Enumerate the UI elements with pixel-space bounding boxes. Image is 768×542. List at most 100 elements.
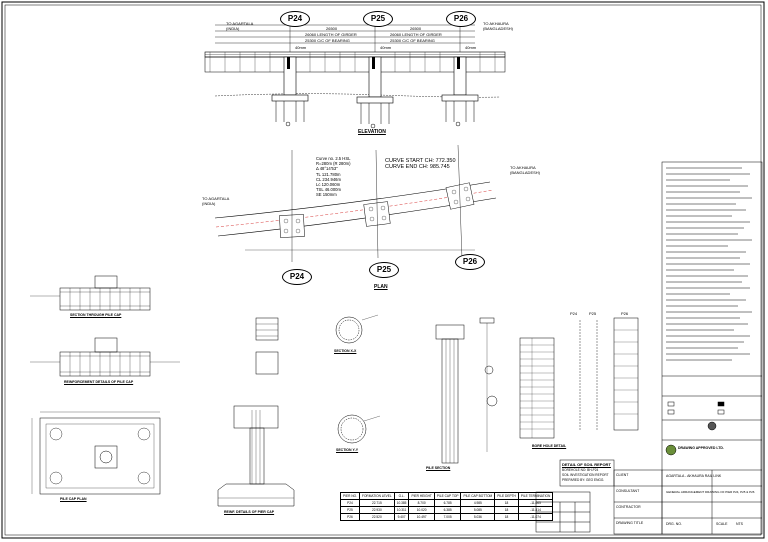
table-cell: 10.497	[408, 513, 435, 521]
girder-length-label-1: 26060 LENGTH OF GIRDER	[305, 32, 357, 37]
girder-length-label-2: 26060 LENGTH OF GIRDER	[390, 32, 442, 37]
plan-view	[214, 144, 497, 262]
plan-right-end-label: TO AKHAURA (BANGLADESH)	[510, 165, 541, 175]
table-cell: -11.414	[517, 506, 554, 514]
pier-tag-p25-plan: P25	[369, 262, 399, 278]
table-cell: -11.065	[517, 499, 554, 507]
elevation-view	[204, 20, 506, 129]
pile-cap-details	[30, 275, 180, 495]
bearing-cc-label-2: 25300 C/C OF BEARING	[390, 38, 435, 43]
gap-label-2: 40mm	[380, 45, 392, 50]
column-header: PILE CAP TOP	[433, 492, 462, 500]
borehole-title: BORE HOLE DETAIL	[532, 444, 567, 448]
curve-end-label: CURVE END CH: 985.745	[385, 164, 450, 170]
gap-label-1: 40mm	[295, 45, 307, 50]
elevation-right-end-label: TO AKHAURA (BANGLADESH)	[483, 21, 514, 31]
column-header: FORMATION LEVEL	[359, 492, 395, 500]
title-block-row-label: DRG. NO.	[666, 522, 682, 526]
soil-report-title: DETAIL OF SOIL REPORT	[562, 462, 611, 467]
table-row: P25 22.930 10.311 10.020 6.385 5.085 18 …	[340, 506, 554, 514]
section-xx-title: SECTION X-X	[334, 349, 357, 353]
drawing-title: GENERAL ARRANGEMENT DRAWING OF PIER P24,…	[666, 490, 755, 494]
plan-title: PLAN	[374, 284, 388, 290]
borehole-logs	[519, 317, 639, 439]
column-header: PILE DEPTH	[494, 492, 519, 500]
pier-tag-p24-plan: P24	[282, 269, 312, 285]
pier-tag-p26-elevation: P26	[446, 11, 476, 27]
pier-tag-p25-elevation: P25	[363, 11, 393, 27]
title-block-row-label: CONTRACTOR	[616, 505, 641, 509]
plan-left-end-label: TO AGARTALA (INDIA)	[202, 196, 230, 206]
pier-tag-p24-elevation: P24	[280, 11, 310, 27]
table-cell: 9.407	[393, 513, 410, 521]
curve-data-line: R=280m (R 280m)	[316, 161, 351, 167]
table-cell: P26	[340, 513, 360, 521]
curve-data-line: TSL 46.000m	[316, 187, 341, 193]
table-cell: 7.005	[433, 513, 462, 521]
column-header: G.L.	[393, 492, 410, 500]
scale-value: NTS	[736, 522, 743, 526]
span-1-dimension: 26500	[326, 26, 338, 31]
pier-reinforcement-title: REINF. DETAILS OF PIER CAP	[224, 510, 275, 514]
table-cell: 18	[494, 506, 519, 514]
pile-elevation	[435, 317, 498, 464]
title-block-row-label: SCALE	[716, 522, 728, 526]
table-cell: -11.074	[517, 513, 554, 521]
curve-data-line: Δ 48°14'53"	[316, 166, 338, 172]
column-header: PILE CAP BOTTOM	[460, 492, 496, 500]
curve-start-label: CURVE START CH: 772.350	[385, 158, 456, 164]
project-name: AGARTALA - AKHAURA RAIL LINK	[666, 474, 722, 478]
table-cell: 5.085	[460, 506, 496, 514]
table-cell: P25	[340, 506, 360, 514]
curve-data-block: Curve no. 2.5 HSL R=280m (R 280m) Δ 48°1…	[316, 156, 351, 198]
table-header-row: PIER NO. FORMATION LEVEL G.L. PIER HEIGH…	[340, 492, 554, 500]
table-cell: 5.036	[460, 513, 496, 521]
curve-data-line: CL 234.946m	[316, 176, 341, 182]
title-block-row-label: CLIENT	[616, 473, 629, 477]
soil-report-line: BOREHOLE NO: BH-P24	[562, 468, 599, 472]
column-header: PILE TERMINATION	[517, 492, 554, 500]
curve-data-line: TL 121.780m	[316, 171, 341, 177]
table-cell: 18	[494, 513, 519, 521]
pile-sections	[335, 314, 381, 444]
pile-schedule-table: PIER NO. FORMATION LEVEL G.L. PIER HEIGH…	[340, 492, 554, 521]
soil-report-line: PREPARED BY: GEO ENGG.	[562, 478, 605, 482]
table-cell: 22.930	[359, 506, 395, 514]
table-cell: 22.715	[359, 499, 395, 507]
pile-section-title: PILE SECTION	[426, 466, 451, 470]
span-2-dimension: 26500	[410, 26, 422, 31]
table-row: P24 22.715 10.385 8.700 6.785 4.985 18 -…	[340, 499, 554, 507]
gap-label-3: 40mm	[465, 45, 477, 50]
borehole-p25-label: P25	[589, 311, 597, 316]
borehole-p26-label: P26	[621, 311, 629, 316]
title-block-row-label: DRAWING TITLE	[616, 521, 644, 525]
table-row: P26 22.520 9.407 10.497 7.005 5.036 18 -…	[340, 513, 554, 521]
bearing-cc-label-1: 25300 C/C OF BEARING	[305, 38, 350, 43]
table-cell: 6.385	[433, 506, 462, 514]
column-header: PIER HEIGHT	[408, 492, 435, 500]
pier-cap-details	[217, 317, 295, 507]
pile-cap-reinforcement-title: REINFORCEMENT DETAILS OF PILE CAP	[64, 380, 134, 384]
table-cell: 4.985	[460, 499, 496, 507]
company-name: DRAWING APPROVED LTD.	[678, 446, 724, 450]
curve-data-line: SE 150mm	[316, 192, 337, 198]
table-cell: 22.520	[359, 513, 395, 521]
pier-tag-p26-plan: P26	[455, 254, 485, 270]
soil-report-line: SOIL INVESTIGATION REPORT	[562, 473, 609, 477]
table-cell: 8.700	[408, 499, 435, 507]
curve-data-line: Lc 120.060m	[316, 182, 341, 188]
table-cell: 10.311	[393, 506, 410, 514]
borehole-p24-label: P24	[570, 311, 578, 316]
table-cell: 10.020	[408, 506, 435, 514]
table-cell: P24	[340, 499, 360, 507]
elevation-title: ELEVATION	[358, 129, 386, 135]
table-cell: 6.785	[433, 499, 462, 507]
column-header: PIER NO.	[340, 492, 360, 500]
section-yy-title: SECTION Y-Y	[336, 448, 359, 452]
curve-data-line: Curve no. 2.5 HSL	[316, 156, 351, 161]
pile-cap-section-title: SECTION THROUGH PILE CAP	[70, 313, 122, 317]
pile-cap-plan-title: PILE CAP PLAN	[60, 497, 87, 501]
table-cell: 10.385	[393, 499, 410, 507]
